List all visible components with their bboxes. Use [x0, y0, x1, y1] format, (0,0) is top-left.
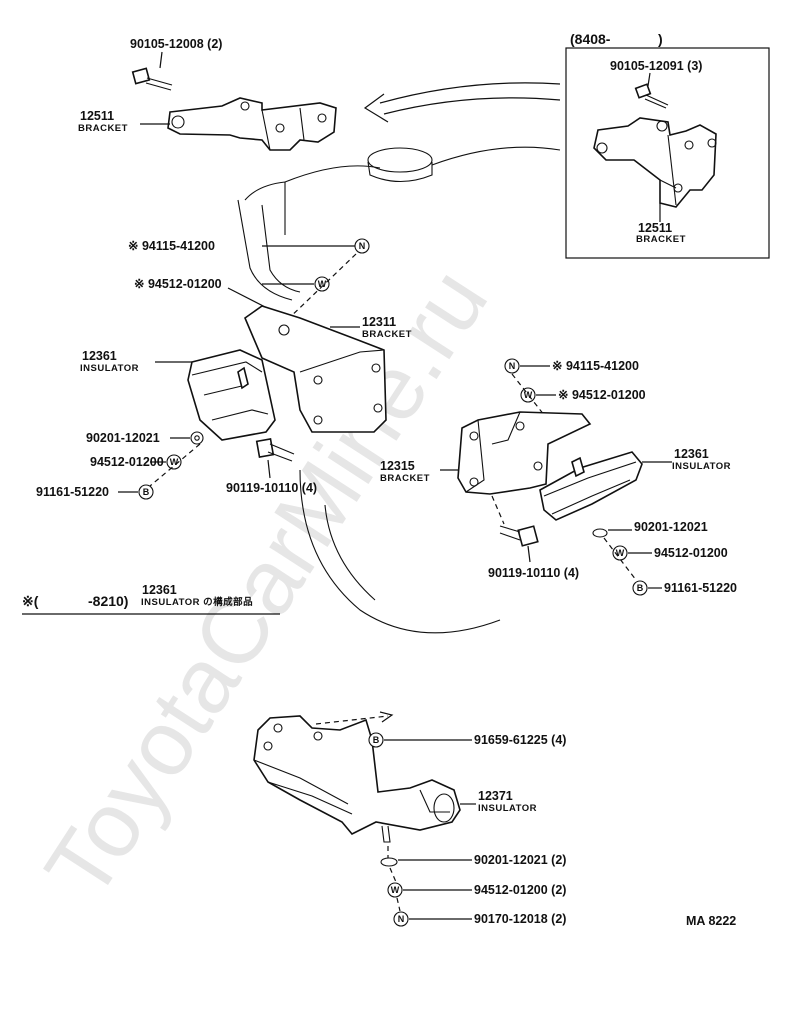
rear-nut-label: 90170-12018 (2) — [474, 912, 566, 926]
left-insulator-number: 12361 — [82, 349, 117, 363]
svg-text:B: B — [143, 487, 150, 497]
note-range: -8210) — [88, 593, 128, 609]
right-bolt-label: 91161-51220 — [664, 581, 737, 595]
left-nut-ref: ※ 94115-41200 — [128, 239, 215, 253]
inset-bolt-label: 90105-12091 (3) — [610, 59, 702, 73]
left-mount-group: ※ 94115-41200 N ※ 94512-01200 W 12311 BR… — [36, 238, 412, 500]
inset-frame — [565, 47, 770, 259]
top-bracket-icon — [167, 97, 337, 151]
right-insulator-number: 12361 — [674, 447, 709, 461]
note-prefix: ※( — [22, 593, 39, 609]
inset-bracket-number: 12511 — [638, 221, 672, 235]
right-bolt-symbol: B — [632, 580, 648, 596]
right-bolt2-label: 90119-10110 (4) — [488, 566, 579, 580]
right-bracket-icon — [457, 411, 592, 495]
inset-bolt-icon — [634, 83, 669, 109]
right-nut-symbol: N — [504, 358, 520, 374]
svg-text:N: N — [398, 914, 405, 924]
left-washer-ref: ※ 94512-01200 — [134, 277, 222, 291]
rear-plate-washer-label: 90201-12021 (2) — [474, 853, 566, 867]
replacement-arrow — [363, 82, 561, 123]
rear-spring-washer-symbol: W — [387, 882, 403, 898]
rear-plate-washer-icon — [380, 857, 398, 867]
rear-insulator-number: 12371 — [478, 789, 513, 803]
left-plate-washer-icon — [190, 431, 204, 445]
left-plate-washer-label: 90201-12021 — [86, 431, 160, 445]
left-bolt-label: 91161-51220 — [36, 485, 109, 499]
top-bolt-icon — [131, 67, 173, 91]
inset-title-left: (8408- — [570, 31, 611, 47]
rear-insulator-icon — [253, 715, 461, 843]
note-group: ※( -8210) 12361 INSULATOR の構成部品 — [22, 583, 280, 615]
right-spring-washer-symbol: W — [612, 545, 628, 561]
left-bracket-icon — [244, 305, 387, 433]
right-washer-symbol: W — [520, 387, 536, 403]
svg-text:N: N — [359, 241, 366, 251]
note-text: INSULATOR の構成部品 — [141, 596, 253, 608]
right-washer-ref: ※ 94512-01200 — [558, 388, 646, 402]
diagram-code: MA 8222 — [686, 914, 736, 928]
inset-bracket-name: BRACKET — [636, 234, 686, 245]
right-spring-washer-label: 94512-01200 — [654, 546, 728, 560]
svg-text:B: B — [373, 735, 380, 745]
right-plate-washer-label: 90201-12021 — [634, 520, 708, 534]
svg-text:B: B — [637, 583, 644, 593]
right-mount-group: N ※ 94115-41200 W ※ 94512-01200 12315 BR… — [380, 358, 737, 596]
svg-text:N: N — [509, 361, 516, 371]
left-spring-washer-label: 94512-01200 — [90, 455, 164, 469]
right-insulator-name: INSULATOR — [672, 461, 731, 472]
left-bolt-symbol: B — [138, 484, 154, 500]
top-bracket-name: BRACKET — [78, 123, 128, 134]
left-insulator-name: INSULATOR — [80, 363, 139, 374]
left-spring-washer-symbol: W — [166, 454, 182, 470]
right-plate-washer-icon — [592, 528, 608, 538]
top-bracket-group: 90105-12008 (2) 12511 BRACKET — [78, 37, 337, 151]
rear-bolt-label: 91659-61225 (4) — [474, 733, 566, 747]
right-insulator-icon — [539, 451, 643, 521]
rear-nut-symbol: N — [393, 911, 409, 927]
right-bracket-number: 12315 — [380, 459, 415, 473]
top-bolt-label: 90105-12008 (2) — [130, 37, 222, 51]
left-washer-symbol: W — [314, 276, 330, 292]
svg-text:W: W — [318, 279, 327, 289]
right-nut-ref: ※ 94115-41200 — [552, 359, 639, 373]
inset-box: (8408- ) 90105-12091 (3) 12511 BRACKET — [565, 31, 770, 259]
svg-text:W: W — [170, 457, 179, 467]
left-bracket-number: 12311 — [362, 315, 396, 329]
inset-bracket-icon — [593, 117, 717, 208]
inset-title-right: ) — [658, 31, 663, 47]
right-bolt2-icon — [499, 525, 539, 547]
engine-outline — [237, 146, 561, 634]
left-bracket-name: BRACKET — [362, 329, 412, 340]
svg-text:W: W — [524, 390, 533, 400]
rear-spring-washer-label: 94512-01200 (2) — [474, 883, 566, 897]
svg-text:W: W — [616, 548, 625, 558]
rear-mount-group: B 91659-61225 (4) 12371 INSULATOR 90201-… — [253, 711, 566, 927]
left-nut-symbol: N — [354, 238, 370, 254]
note-part-number: 12361 — [142, 583, 177, 597]
right-bracket-name: BRACKET — [380, 473, 430, 484]
rear-bolt-symbol: B — [368, 732, 384, 748]
rear-insulator-name: INSULATOR — [478, 803, 537, 814]
left-insulator-icon — [187, 349, 276, 441]
svg-text:W: W — [391, 885, 400, 895]
top-bracket-number: 12511 — [80, 109, 114, 123]
left-bolt2-icon — [255, 437, 295, 462]
left-bolt2-label: 90119-10110 (4) — [226, 481, 317, 495]
